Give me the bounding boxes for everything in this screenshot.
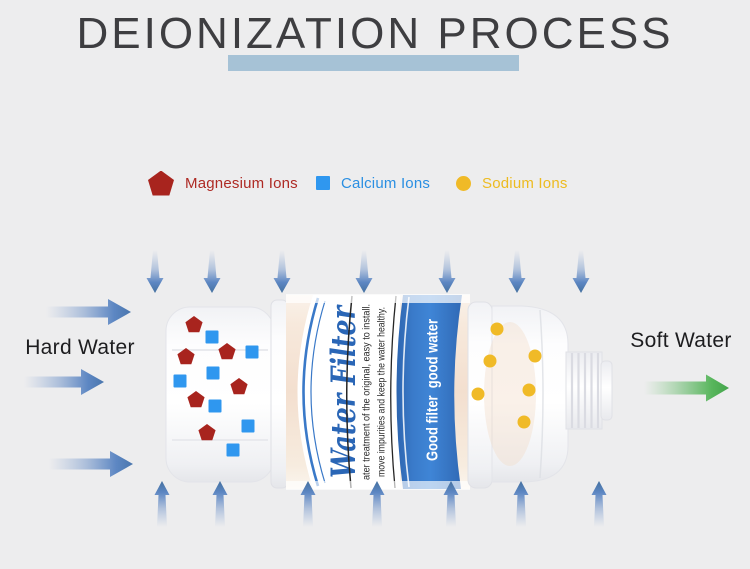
band-edge-arc xyxy=(402,296,410,488)
calcium-ion xyxy=(173,374,187,388)
top-arrows xyxy=(146,250,590,293)
nozzle-thread-lines xyxy=(570,353,600,428)
magnesium-ion xyxy=(230,378,248,395)
title-underline-bar xyxy=(228,55,519,71)
right-arrow-icon xyxy=(49,451,133,477)
down-arrow-icon xyxy=(146,250,164,293)
label-pinstripe-right xyxy=(390,295,397,489)
label-edge-stripe-thick xyxy=(302,297,320,487)
up-arrow-icon xyxy=(443,481,459,527)
outflow-arrow xyxy=(644,374,729,402)
circle-icon xyxy=(456,175,471,191)
label-pinstripe-left xyxy=(346,295,353,489)
sodium-ion xyxy=(528,349,542,363)
ions-magnesium xyxy=(177,316,248,441)
bottom-arrows xyxy=(154,481,607,527)
inflow-arrows xyxy=(24,299,133,477)
magnesium-ion xyxy=(187,391,205,408)
sodium-ion xyxy=(517,415,531,429)
pentagon-icon xyxy=(148,170,174,196)
filter-label xyxy=(297,295,400,489)
up-arrow-icon xyxy=(154,481,170,527)
legend-label-sodium: Sodium Ions xyxy=(482,174,568,192)
water-filter-device: Water Filter ater treatment of the origi… xyxy=(165,294,613,490)
square-icon xyxy=(316,176,330,190)
legend-item-magnesium: Magnesium Ions xyxy=(148,170,298,196)
legend-item-calcium: Calcium Ions xyxy=(316,171,430,195)
up-arrow-icon xyxy=(369,481,385,527)
down-arrow-icon xyxy=(273,250,291,293)
ions-sodium xyxy=(471,322,542,429)
legend-label-magnesium: Magnesium Ions xyxy=(185,174,298,192)
up-arrow-icon xyxy=(591,481,607,527)
calcium-ion xyxy=(241,419,255,433)
calcium-ion xyxy=(226,443,240,457)
up-arrow-icon xyxy=(300,481,316,527)
ions-calcium xyxy=(173,330,259,457)
sodium-ion xyxy=(471,387,485,401)
sodium-ion xyxy=(483,354,497,368)
device-label-text: Water Filter xyxy=(324,304,364,478)
filter-blue-band xyxy=(396,295,462,489)
legend-item-sodium: Sodium Ions xyxy=(456,171,568,195)
right-arrow-icon xyxy=(46,299,131,325)
right-cap-media-glow xyxy=(484,322,536,466)
right-cap-ridge-line xyxy=(539,309,544,479)
magnesium-ion xyxy=(177,348,195,365)
calcium-ion xyxy=(208,399,222,413)
green-right-arrow-icon xyxy=(644,374,729,402)
fine-print-line2: move impurities and keep the water healt… xyxy=(377,307,388,477)
legend-label-calcium: Calcium Ions xyxy=(341,174,431,192)
calcium-ion xyxy=(205,330,219,344)
fine-print-line1: ater treatment of the original, easy to … xyxy=(362,304,373,480)
body-top-rim xyxy=(286,294,470,303)
magnesium-ion xyxy=(198,424,216,441)
label-edge-stripe-thin xyxy=(310,300,326,484)
down-arrow-icon xyxy=(203,250,221,293)
right-arrow-icon xyxy=(24,369,104,395)
hard-water-label: Hard Water xyxy=(25,336,135,359)
filter-left-cap xyxy=(165,306,275,483)
down-arrow-icon xyxy=(355,250,373,293)
sodium-ion xyxy=(522,383,536,397)
calcium-ion xyxy=(206,366,220,380)
soft-water-label: Soft Water xyxy=(630,329,732,352)
up-arrow-icon xyxy=(513,481,529,527)
down-arrow-icon xyxy=(572,250,590,293)
nozzle-tip xyxy=(600,360,613,421)
calcium-ion xyxy=(245,345,259,359)
magnesium-ion xyxy=(185,316,203,333)
filter-left-collar xyxy=(270,299,289,489)
sodium-ion xyxy=(490,322,504,336)
up-arrow-icon xyxy=(212,481,228,527)
page-title: DEIONIZATION PROCESS xyxy=(76,9,674,58)
down-arrow-icon xyxy=(508,250,526,293)
down-arrow-icon xyxy=(438,250,456,293)
magnesium-ion xyxy=(218,343,236,360)
band-text: Good filter good water xyxy=(425,319,442,461)
